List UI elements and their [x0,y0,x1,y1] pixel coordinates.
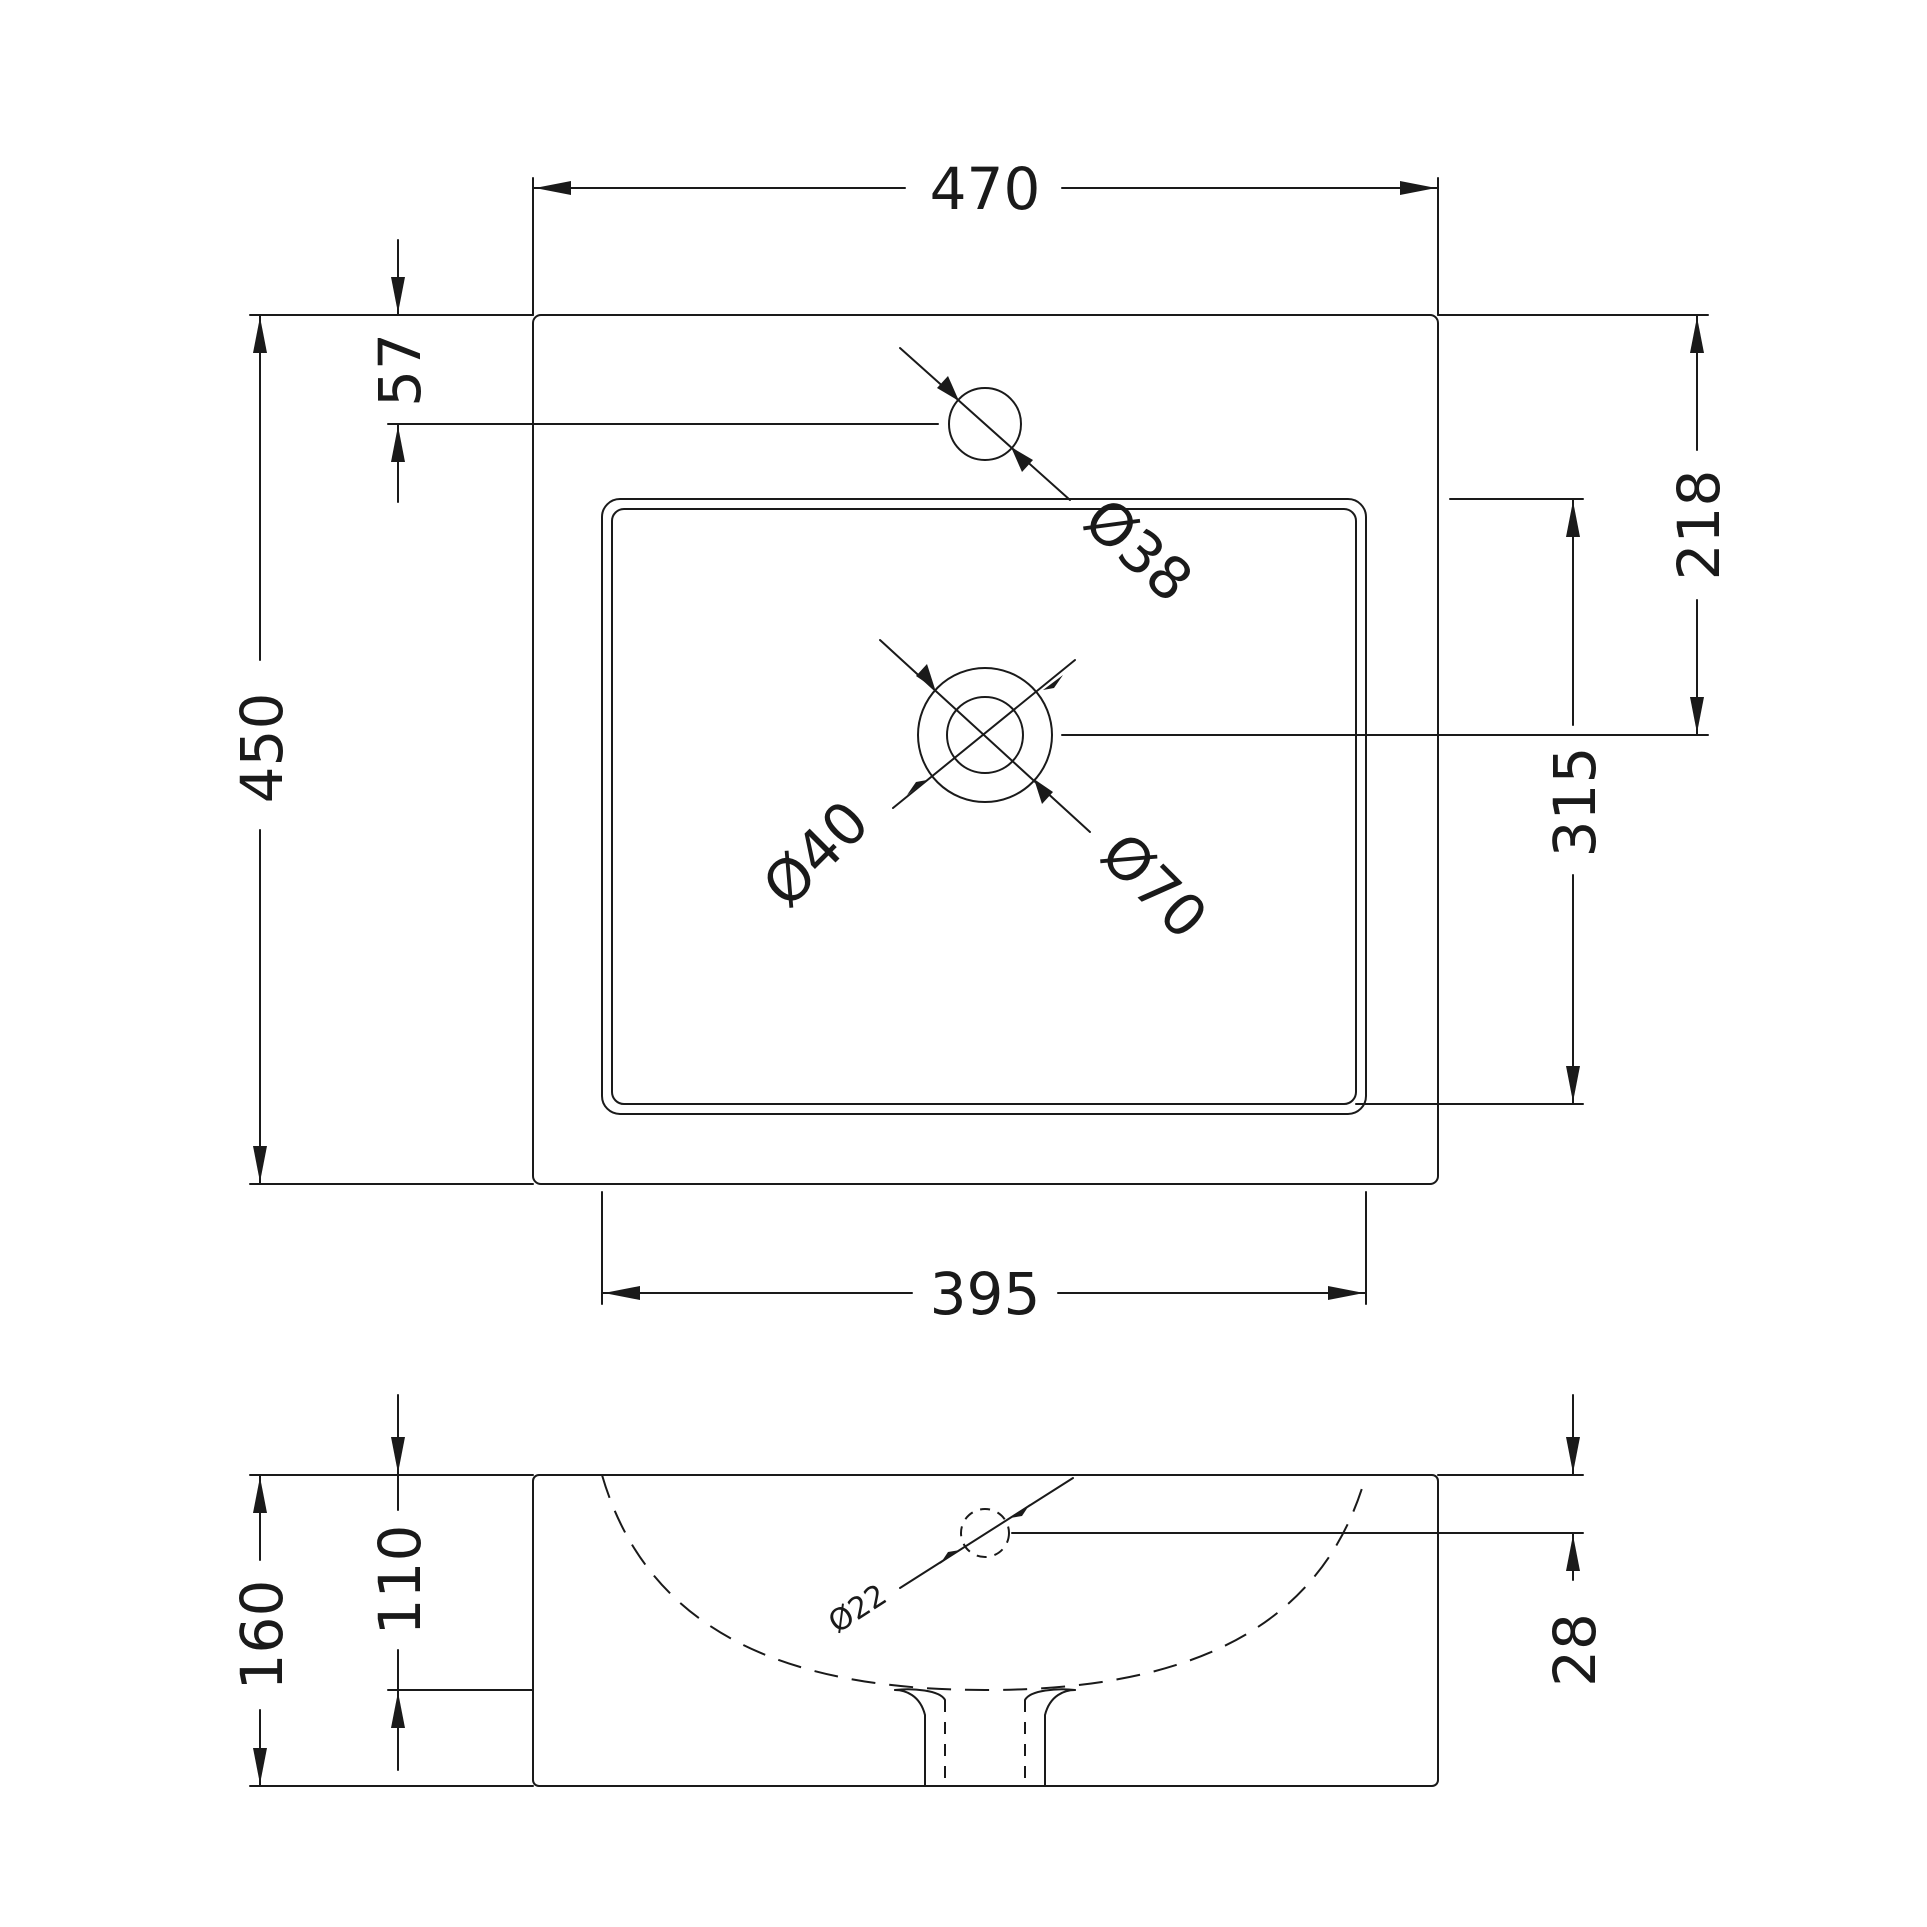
dim-bowl-depth: 315 [1355,498,1609,1105]
dim-tap-diameter-label: Ø38 [1071,485,1205,615]
dim-315-label: 315 [1541,747,1609,858]
dim-28-label: 28 [1541,1613,1609,1687]
dim-bowl-width: 395 [601,1191,1367,1328]
dim-overall-depth: 450 [228,314,534,1185]
plan-view: 470 395 450 57 [228,155,1733,1328]
dim-waste-inner-label: Ø40 [750,788,883,921]
tap-hole [948,387,1022,461]
bowl-inner-edge [611,508,1357,1105]
dim-overflow-offset: 28 [1011,1394,1609,1687]
bowl-outer-edge [601,498,1367,1115]
dim-218-label: 218 [1665,470,1733,581]
waste-outer [917,667,1053,803]
dim-tap-offset: 57 [366,239,939,503]
dim-overall-height: 160 [228,1474,534,1787]
elevation-view: Ø22 160 110 [228,1394,1609,1787]
basin-outline [532,314,1439,1185]
dim-57-label: 57 [366,333,434,407]
dim-395-label: 395 [930,1260,1041,1328]
dim-waste-offset: 218 [1061,314,1733,736]
overflow-hole [960,1508,1010,1558]
dim-450-label: 450 [228,693,296,804]
dim-160-label: 160 [228,1580,296,1691]
dim-bowl-height: 110 [366,1394,534,1771]
waste-outlet-left [894,1689,926,1787]
dim-overall-width: 470 [532,155,1439,316]
dim-470-label: 470 [930,155,1041,223]
dim-overflow-diameter-label: Ø22 [822,1578,893,1641]
bowl-profile-hidden [601,1474,1367,1692]
basin-side-outline [532,1474,1439,1787]
waste-inner [946,696,1024,774]
dim-waste-outer-label: Ø70 [1088,820,1221,953]
waste-outlet-right [1044,1689,1076,1787]
dim-110-label: 110 [366,1525,434,1636]
